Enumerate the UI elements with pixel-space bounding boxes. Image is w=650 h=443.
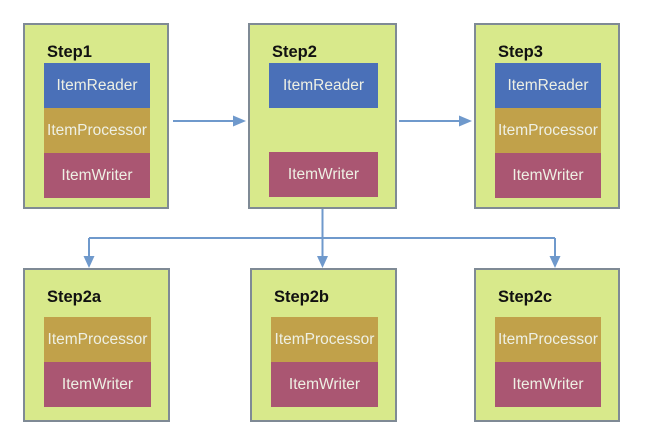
arrowhead-step2c xyxy=(549,256,561,268)
step2-item-reader: ItemReader xyxy=(269,63,378,108)
step2a-item-processor: ItemProcessor xyxy=(44,317,151,362)
step2b-item-processor: ItemProcessor xyxy=(271,317,378,362)
step1-item-writer: ItemWriter xyxy=(44,153,150,198)
step-box-step2: Step2 ItemReader ItemWriter xyxy=(248,23,397,209)
step-box-step2a: Step2a ItemProcessor ItemWriter xyxy=(23,268,170,422)
arrow-step2-to-step3 xyxy=(399,115,472,127)
arrow-step2-branch xyxy=(83,209,561,268)
step2-title: Step2 xyxy=(272,43,317,61)
step3-item-processor: ItemProcessor xyxy=(495,108,601,153)
step2c-title: Step2c xyxy=(498,288,553,306)
step2a-item-writer: ItemWriter xyxy=(44,362,151,407)
arrow-step1-to-step2 xyxy=(173,115,246,127)
step1-title: Step1 xyxy=(47,43,92,61)
step1-item-processor: ItemProcessor xyxy=(44,108,150,153)
step2c-item-processor: ItemProcessor xyxy=(495,317,601,362)
step-box-step3: Step3 ItemReader ItemProcessor ItemWrite… xyxy=(474,23,620,209)
step2b-title: Step2b xyxy=(274,288,330,306)
step2c-item-writer: ItemWriter xyxy=(495,362,601,407)
arrowhead-step2a xyxy=(83,256,95,268)
step-box-step2b: Step2b ItemProcessor ItemWriter xyxy=(250,268,397,422)
step3-title: Step3 xyxy=(498,43,543,61)
step3-item-writer: ItemWriter xyxy=(495,153,601,198)
step2-item-writer: ItemWriter xyxy=(269,152,378,197)
step2a-title: Step2a xyxy=(47,288,102,306)
step-box-step2c: Step2c ItemProcessor ItemWriter xyxy=(474,268,620,422)
step2b-item-writer: ItemWriter xyxy=(271,362,378,407)
step1-item-reader: ItemReader xyxy=(44,63,150,108)
arrowhead-step2b xyxy=(317,256,328,268)
step3-item-reader: ItemReader xyxy=(495,63,601,108)
step-box-step1: Step1 ItemReader ItemProcessor ItemWrite… xyxy=(23,23,169,209)
